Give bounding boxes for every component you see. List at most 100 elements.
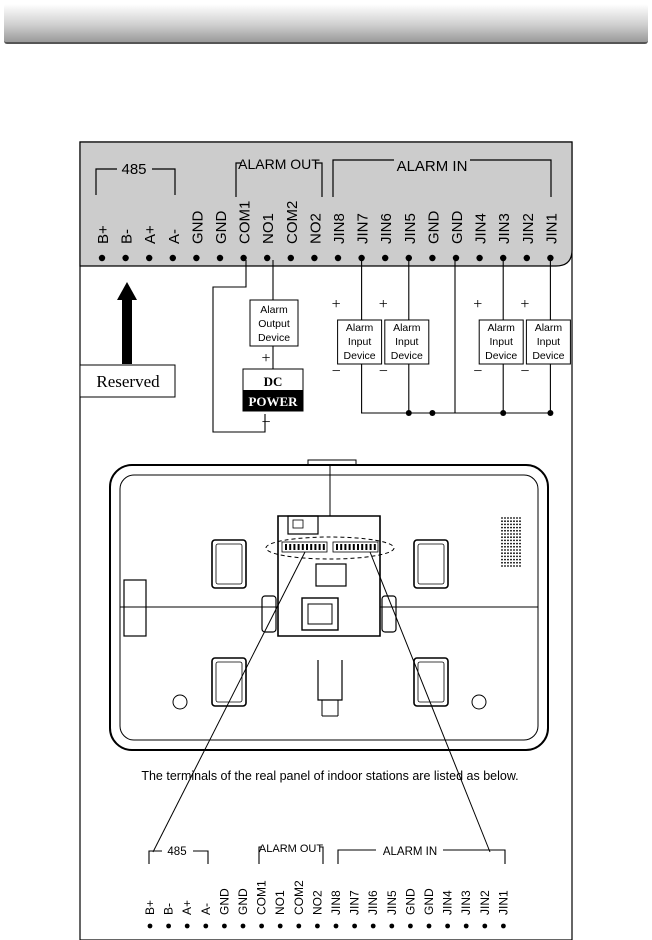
bottom-group-alarm-out-label: ALARM OUT xyxy=(259,843,323,855)
speaker-hole xyxy=(513,545,515,548)
speaker-hole xyxy=(519,526,521,529)
speaker-hole xyxy=(504,517,506,519)
speaker-hole xyxy=(501,533,503,535)
speaker-hole xyxy=(516,558,518,561)
speaker-hole xyxy=(504,552,506,555)
terminal-dot xyxy=(98,254,106,262)
alarm-input-device-label: Input xyxy=(348,336,371,348)
speaker-hole xyxy=(507,542,509,545)
speaker-hole xyxy=(504,561,506,564)
speaker-hole xyxy=(507,558,509,561)
speaker-hole xyxy=(504,555,506,558)
terminal-dot xyxy=(169,254,176,262)
connector-pin xyxy=(293,544,296,550)
bottom-terminal-label: JIN6 xyxy=(366,890,380,915)
dc-minus-sign: − xyxy=(261,414,270,431)
connector-pins xyxy=(285,544,376,550)
speaker-hole xyxy=(519,536,521,539)
bottom-terminal-dot xyxy=(296,923,302,929)
bottom-terminal-dot xyxy=(426,923,432,929)
terminal-label: B+ xyxy=(95,225,112,244)
speaker-hole xyxy=(507,565,509,567)
speaker-hole xyxy=(519,545,521,548)
alarm-input-plus-sign: + xyxy=(473,296,482,313)
terminal-label: JIN4 xyxy=(473,213,490,244)
connector-pin xyxy=(373,544,376,550)
speaker-hole xyxy=(504,533,506,535)
speaker-hole xyxy=(513,520,515,523)
speaker-hole xyxy=(519,542,521,545)
speaker-hole xyxy=(501,561,503,564)
alarm-input-device-label: Alarm xyxy=(346,322,374,334)
alarm-input-plus-sign: + xyxy=(379,296,388,313)
bus-junction-dot xyxy=(405,410,412,416)
speaker-hole xyxy=(516,565,518,567)
alarm-input-minus-sign: − xyxy=(332,363,341,380)
speaker-grille xyxy=(501,517,521,567)
speaker-hole xyxy=(507,549,509,551)
terminal-label: GND xyxy=(189,211,206,245)
alarm-input-plus-sign: + xyxy=(332,296,341,313)
speaker-hole xyxy=(513,549,515,551)
alarm-input-device-label: Alarm xyxy=(393,322,421,334)
bottom-terminal-dot xyxy=(370,923,376,929)
speaker-hole xyxy=(516,555,518,558)
bottom-terminal-dot xyxy=(333,923,339,929)
bottom-terminal-dot xyxy=(482,923,488,929)
speaker-hole xyxy=(519,549,521,551)
bottom-terminal-dot xyxy=(315,923,320,929)
terminal-label: A- xyxy=(166,229,183,244)
bottom-terminal-label: JIN7 xyxy=(348,890,362,915)
bottom-terminal-dot xyxy=(389,923,395,929)
speaker-hole xyxy=(501,555,503,558)
connector-pin xyxy=(352,544,355,550)
connector-pin xyxy=(306,544,308,550)
bottom-terminal-label: GND xyxy=(422,888,436,915)
terminal-dot xyxy=(146,254,153,262)
speaker-hole xyxy=(501,529,503,532)
bottom-group-alarm-in-label: ALARM IN xyxy=(383,846,437,858)
bottom-terminal-label: JIN8 xyxy=(329,890,343,915)
alarm-input-device-label: Device xyxy=(344,350,376,362)
alarm-input-device-label: Alarm xyxy=(487,322,515,334)
bottom-terminal-dot xyxy=(259,923,264,929)
group-485-label: 485 xyxy=(121,161,146,178)
terminal-dot xyxy=(452,254,460,262)
speaker-hole xyxy=(513,561,515,564)
connector-pin xyxy=(318,544,321,550)
speaker-hole xyxy=(513,558,515,561)
speaker-hole xyxy=(513,542,515,545)
speaker-hole xyxy=(519,565,521,567)
speaker-hole xyxy=(516,542,518,545)
speaker-hole xyxy=(513,517,515,519)
speaker-hole xyxy=(516,517,518,519)
alarm-input-device-label: Input xyxy=(537,336,560,348)
bus-junctions xyxy=(405,410,554,416)
speaker-hole xyxy=(516,545,518,548)
speaker-hole xyxy=(510,565,512,567)
speaker-hole xyxy=(510,545,512,548)
alarm-input-device-box xyxy=(384,319,430,365)
alarm-output-device-line1: Alarm xyxy=(260,304,288,316)
connector-pin xyxy=(365,544,368,550)
connector-pin xyxy=(310,544,313,550)
connector-pin xyxy=(348,544,351,550)
alarm-input-minus-sign: − xyxy=(473,363,482,380)
speaker-hole xyxy=(501,552,503,555)
speaker-hole xyxy=(513,529,515,532)
speaker-hole xyxy=(507,555,509,558)
speaker-hole xyxy=(501,549,503,551)
speaker-hole xyxy=(510,536,512,539)
reserved-label: Reserved xyxy=(96,372,160,391)
terminal-dot xyxy=(500,254,507,262)
terminal-label: COM2 xyxy=(284,201,301,244)
reserved-arrow-shaft xyxy=(122,296,132,364)
terminal-dot xyxy=(264,254,271,262)
speaker-hole xyxy=(504,558,506,561)
alarm-input-device-label: Alarm xyxy=(535,322,563,334)
alarm-output-device-line3: Device xyxy=(258,332,290,344)
header-bar xyxy=(4,4,648,44)
connector-pin xyxy=(369,544,372,550)
bottom-terminal-label: COM2 xyxy=(292,880,306,915)
